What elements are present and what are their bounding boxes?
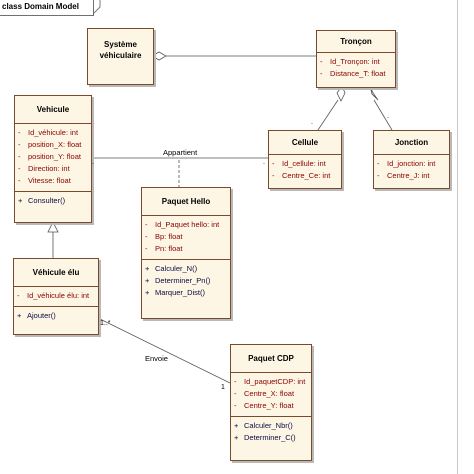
aggregation-diamond-jonction — [369, 85, 379, 101]
class-name-line2: véhiculaire — [99, 51, 142, 60]
attribute-row: -Vitesse: float — [18, 176, 71, 185]
attribute-row: -Pn: float — [145, 244, 183, 253]
operations-section: +Calculer_Nbr() +Determiner_C() — [231, 416, 311, 448]
class-cellule[interactable]: Cellule -Id_cellule: int -Centre_Ce: int — [268, 130, 342, 189]
class-name: Véhicule élu — [32, 268, 80, 277]
operation-row: +Calculer_Nbr() — [234, 421, 293, 430]
attribute-row: -Distance_T: float — [320, 69, 386, 78]
attribute-row: -Id_Tronçon: int — [320, 57, 380, 66]
class-name: Tronçon — [340, 37, 372, 46]
end-marker-troncon-cellule: . — [311, 119, 313, 126]
aggregation-diamond-cellule — [336, 85, 346, 102]
attribute-row: -Centre_X: float — [234, 389, 295, 398]
class-paquet-cdp[interactable]: Paquet CDP -Id_paquetCDP: int -Centre_X:… — [230, 344, 312, 461]
frame-title: class Domain Model — [0, 0, 94, 16]
attributes-section: -Id_Paquet hello: int -Bp: float -Pn: fl… — [142, 215, 230, 259]
multiplicity-source: 1..* — [100, 320, 111, 327]
attribute-row: -Centre_Ce: int — [272, 171, 331, 180]
operation-row: +Consulter() — [18, 196, 66, 205]
attribute-row: -Id_véhicule élu: int — [17, 291, 90, 300]
class-vehicule[interactable]: Vehicule -Id_véhicule: int -position_X: … — [14, 95, 92, 223]
attribute-row: -Id_véhicule: int — [18, 128, 79, 137]
aggregation-diamond-systeme — [151, 51, 167, 61]
class-paquet-hello[interactable]: Paquet Hello -Id_Paquet hello: int -Bp: … — [141, 187, 231, 319]
operation-row: +Calculer_N() — [145, 264, 198, 273]
class-name: Cellule — [291, 138, 319, 147]
assoc-envoie — [97, 317, 231, 384]
attribute-row: -Id_paquetCDP: int — [234, 377, 306, 386]
class-vehicule-elu[interactable]: Véhicule élu -Id_véhicule élu: int +Ajou… — [13, 258, 99, 335]
attributes-section: -Id_Tronçon: int -Distance_T: float — [317, 52, 395, 84]
class-troncon[interactable]: Tronçon -Id_Tronçon: int -Distance_T: fl… — [316, 30, 396, 88]
operation-row: +Ajouter() — [17, 311, 56, 320]
attribute-row: -position_Y: float — [18, 152, 81, 161]
class-jonction[interactable]: Jonction -Id_jonction: int -Centre_J: in… — [373, 130, 450, 189]
class-name: Paquet CDP — [248, 354, 294, 363]
attributes-section: -Id_cellule: int -Centre_Ce: int — [269, 154, 341, 186]
end-marker-troncon-jonction: . — [387, 113, 389, 120]
end-marker-vehicule: . — [92, 159, 94, 166]
generalization-arrowhead — [47, 221, 59, 233]
class-name: Vehicule — [36, 105, 70, 114]
class-systeme-vehiculaire[interactable]: Système véhiculaire — [87, 28, 154, 85]
attribute-row: -Id_cellule: int — [272, 159, 326, 168]
operations-section: +Ajouter() — [14, 306, 98, 326]
attribute-row: -Id_Paquet hello: int — [145, 220, 220, 229]
operations-section: +Consulter() — [15, 191, 91, 211]
attribute-row: -Direction: int — [18, 164, 70, 173]
attribute-row: -Centre_J: int — [377, 171, 430, 180]
attributes-section: -Id_paquetCDP: int -Centre_X: float -Cen… — [231, 372, 311, 416]
multiplicity-target: 1 — [221, 384, 225, 391]
attributes-section: -Id_véhicule élu: int — [14, 286, 98, 306]
end-marker-cellule: . — [263, 159, 265, 166]
operation-row: +Determiner_Pn() — [145, 276, 211, 285]
assoc-troncon-jonction — [373, 99, 393, 131]
divider — [457, 0, 458, 474]
class-name: Jonction — [394, 138, 429, 147]
attribute-row: -Bp: float — [145, 232, 183, 241]
class-name-line1: Système — [104, 40, 137, 49]
operation-row: +Marquer_Dist() — [145, 288, 206, 297]
attribute-row: -position_X: float — [18, 140, 82, 149]
attributes-section: -Id_jonction: int -Centre_J: int — [374, 154, 449, 186]
operations-section: +Calculer_N() +Determiner_Pn() +Marquer_… — [142, 259, 230, 303]
assoc-troncon-cellule — [317, 99, 339, 131]
class-name: Paquet Hello — [161, 197, 211, 206]
association-label-envoie: Envoie — [145, 354, 168, 363]
operation-row: +Determiner_C() — [234, 433, 296, 442]
attributes-section: -Id_véhicule: int -position_X: float -po… — [15, 123, 91, 191]
association-label-appartient: Appartient — [163, 148, 198, 157]
attribute-row: -Centre_Y: float — [234, 401, 294, 410]
attribute-row: -Id_jonction: int — [377, 159, 436, 168]
